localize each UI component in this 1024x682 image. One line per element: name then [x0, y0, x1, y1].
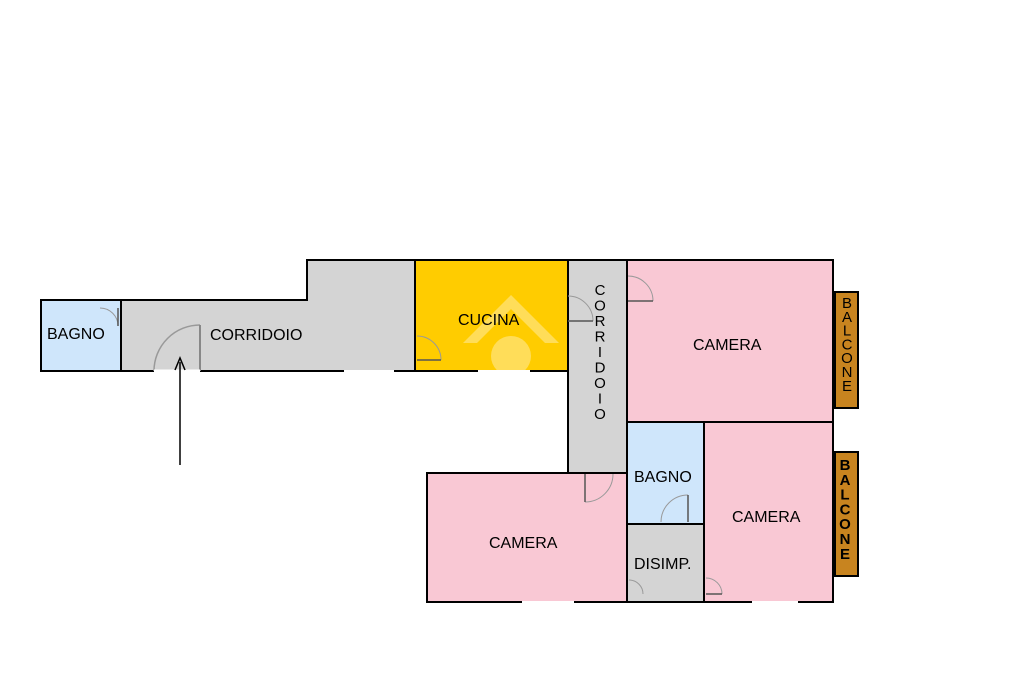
door-arc-icon — [660, 494, 689, 523]
room-camera-right[interactable] — [703, 421, 834, 603]
label-disimpegno: DISIMP. — [634, 556, 692, 573]
room-disimpegno[interactable] — [626, 523, 705, 603]
room-corridoio-main[interactable] — [120, 259, 416, 372]
door-arc-icon — [567, 295, 594, 322]
door-arc-icon — [705, 577, 723, 595]
label-bagno-left: BAGNO — [47, 326, 105, 343]
door-arc-icon — [627, 275, 654, 302]
door-arc-icon — [628, 579, 644, 595]
entrance-arrow-icon — [174, 356, 186, 465]
windows — [344, 370, 798, 603]
room-camera-top-right[interactable] — [626, 259, 834, 423]
door-arc-icon — [584, 473, 614, 503]
door-arc-icon — [416, 335, 442, 361]
label-camera-right: CAMERA — [732, 509, 801, 526]
room-balcone-top[interactable] — [834, 291, 859, 409]
room-balcone-bottom[interactable] — [834, 451, 859, 577]
watermark-logo-icon — [463, 295, 559, 376]
label-camera-bottom: CAMERA — [489, 535, 558, 552]
entrance-door-arc-icon — [153, 324, 201, 372]
room-camera-bottom[interactable] — [426, 472, 628, 603]
label-bagno-center: BAGNO — [634, 469, 692, 486]
room-bagno-left[interactable] — [40, 299, 122, 372]
label-corridoio-main: CORRIDOIO — [210, 327, 302, 344]
label-camera-top-right: CAMERA — [693, 337, 762, 354]
label-cucina: CUCINA — [458, 312, 520, 329]
